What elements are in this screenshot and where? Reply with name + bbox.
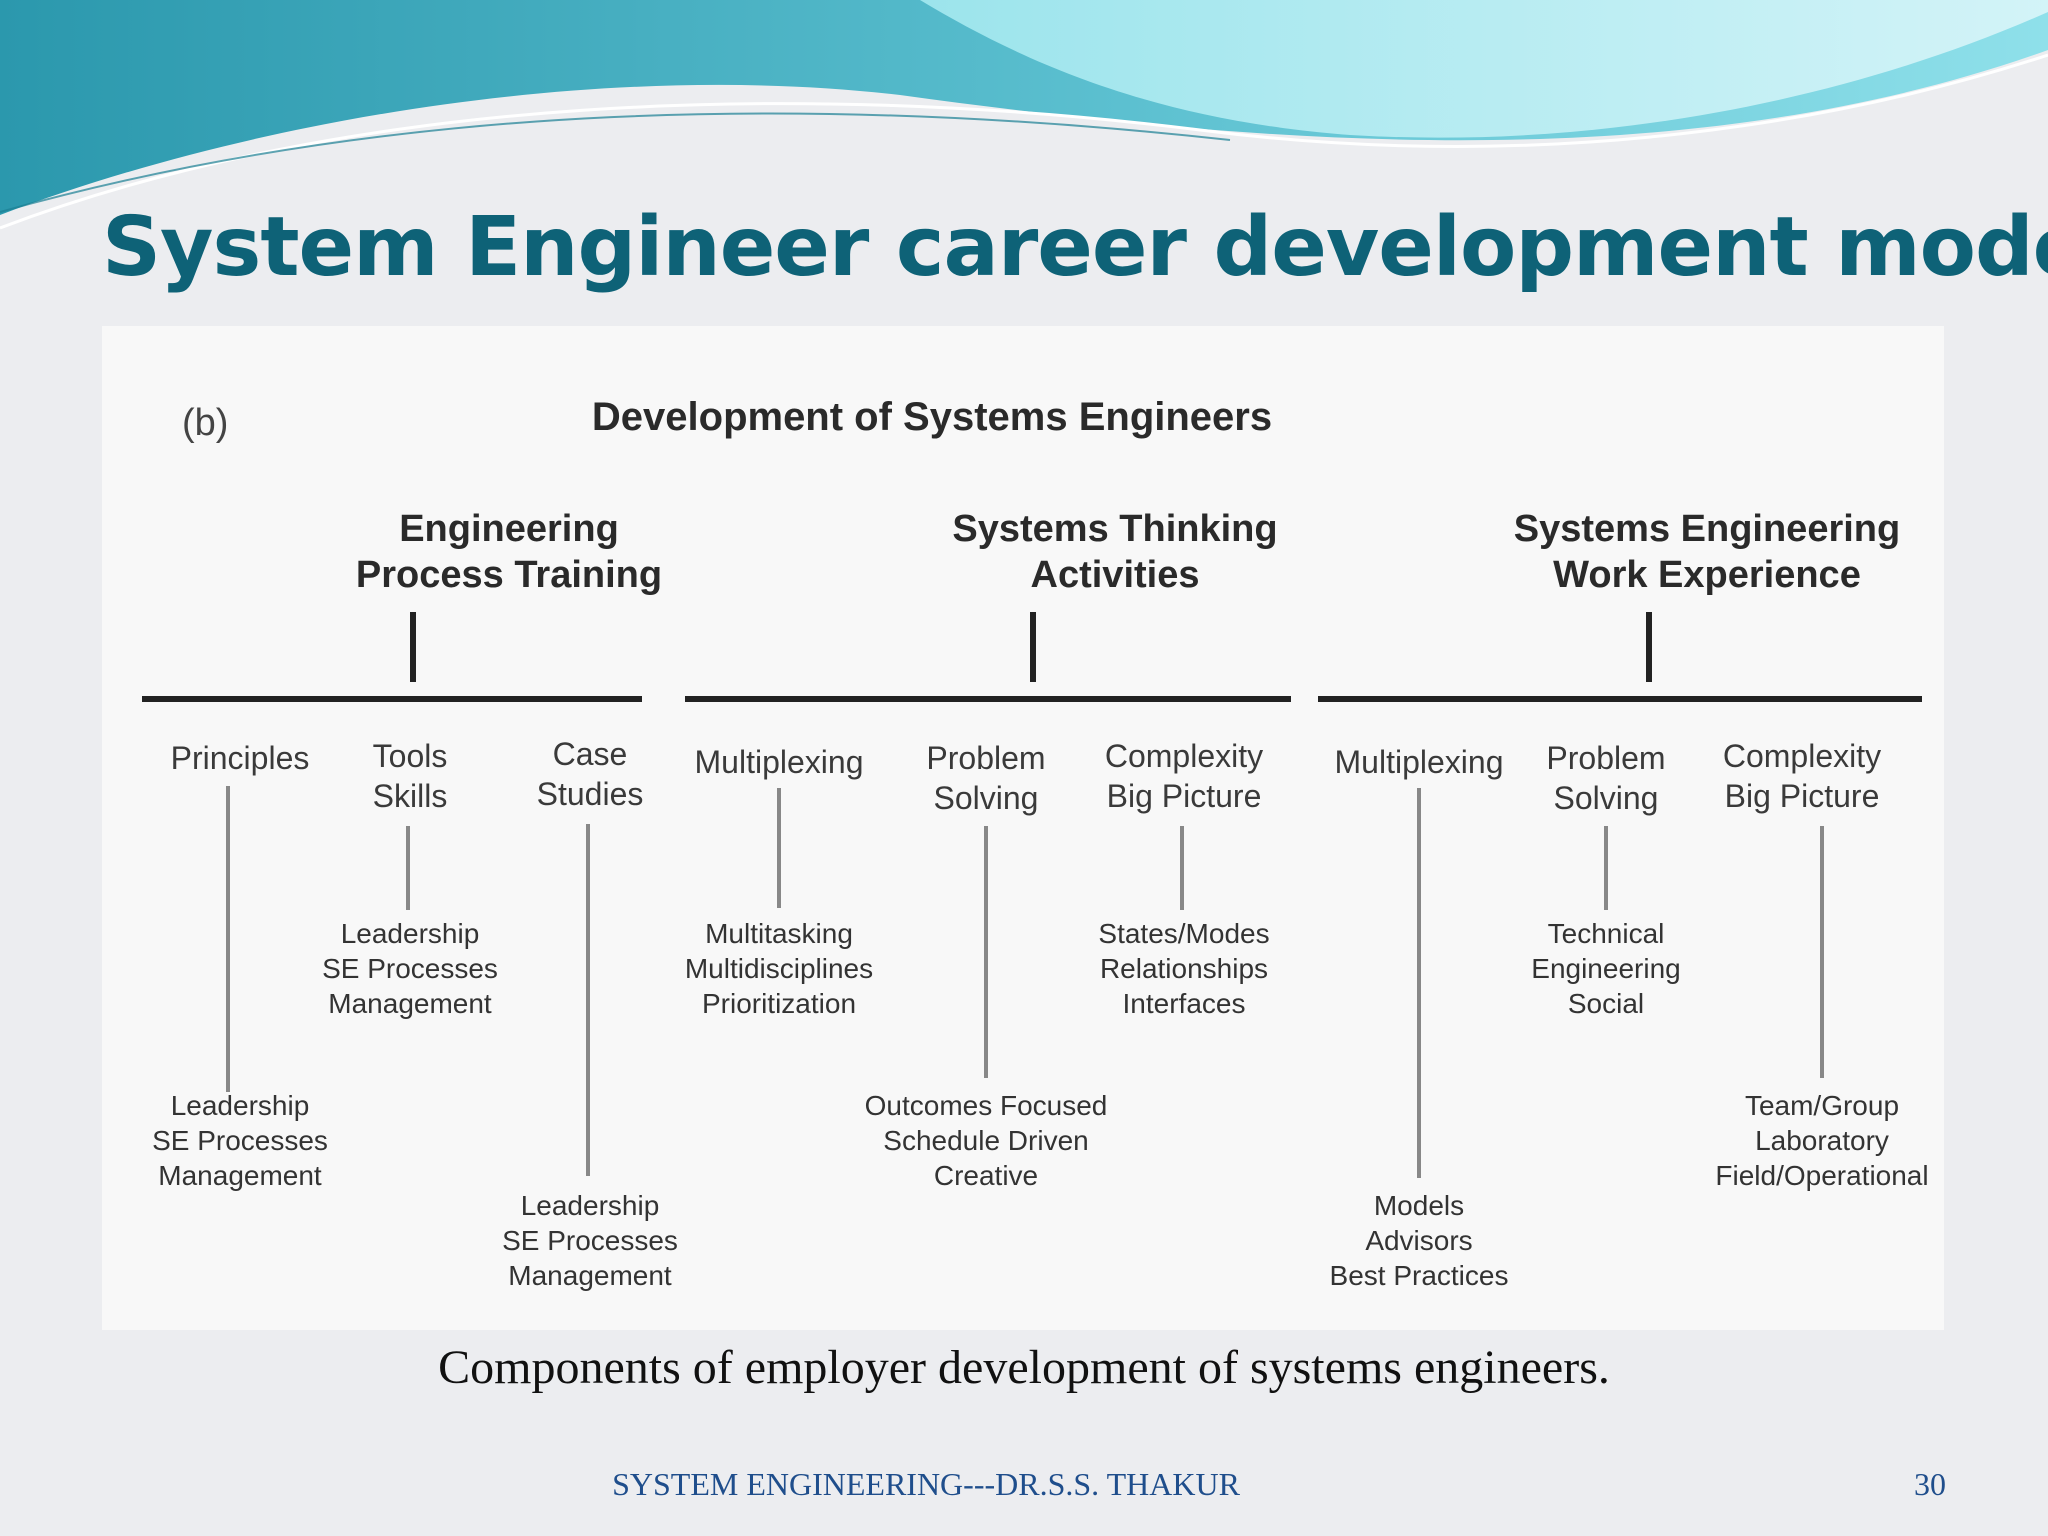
- item-connector: [1604, 826, 1608, 910]
- item-label: Case Studies: [536, 736, 644, 812]
- career-development-diagram: (b) Development of Systems Engineers Eng…: [102, 326, 1944, 1330]
- item-label: Complexity Big Picture: [1722, 738, 1882, 814]
- group-bar: [142, 696, 642, 702]
- item-label: Principles: [170, 740, 310, 776]
- diagram-title: Development of Systems Engineers: [591, 395, 1273, 439]
- item-detail: Team/Group Laboratory Field/Operational: [1715, 1090, 1929, 1191]
- item-label: Tools Skills: [372, 738, 448, 814]
- item-connector: [777, 788, 781, 908]
- group-connector: [410, 612, 416, 682]
- figure-caption: Components of employer development of sy…: [438, 1341, 1610, 1394]
- group-connector: [1646, 612, 1652, 682]
- group-connector: [1030, 612, 1036, 682]
- group-bar: [685, 696, 1291, 702]
- group-heading: Engineering Process Training: [355, 508, 663, 596]
- page-number: 30: [1914, 1466, 1946, 1502]
- item-detail: Models Advisors Best Practices: [1329, 1190, 1509, 1291]
- item-detail: States/Modes Relationships Interfaces: [1098, 918, 1270, 1019]
- item-label: Complexity Big Picture: [1104, 738, 1264, 814]
- item-label: Multiplexing: [1334, 744, 1504, 780]
- item-detail: Leadership SE Processes Management: [152, 1090, 328, 1191]
- item-detail: Leadership SE Processes Management: [502, 1190, 678, 1291]
- slide-footer: SYSTEM ENGINEERING---DR.S.S. THAKUR: [612, 1466, 1240, 1502]
- item-connector: [586, 824, 590, 1176]
- group-heading: Systems Thinking Activities: [952, 508, 1278, 596]
- item-detail: Outcomes Focused Schedule Driven Creativ…: [864, 1090, 1108, 1191]
- item-detail: Leadership SE Processes Management: [322, 918, 498, 1019]
- item-connector: [226, 786, 230, 1092]
- panel-label: (b): [182, 402, 229, 444]
- item-detail: Technical Engineering Social: [1531, 918, 1681, 1019]
- item-label: Problem Solving: [1546, 740, 1666, 816]
- item-connector: [1180, 826, 1184, 910]
- item-connector: [406, 826, 410, 910]
- group-bar: [1318, 696, 1922, 702]
- item-detail: Multitasking Multidisciplines Prioritiza…: [684, 918, 874, 1019]
- group-heading: Systems Engineering Work Experience: [1513, 508, 1901, 596]
- item-label: Problem Solving: [926, 740, 1046, 816]
- item-connector: [1820, 826, 1824, 1078]
- item-connector: [1417, 788, 1421, 1178]
- item-connector: [984, 826, 988, 1078]
- slide-title: System Engineer career development model: [102, 200, 2048, 295]
- header-wave-decoration: [0, 0, 2048, 230]
- item-label: Multiplexing: [694, 744, 864, 780]
